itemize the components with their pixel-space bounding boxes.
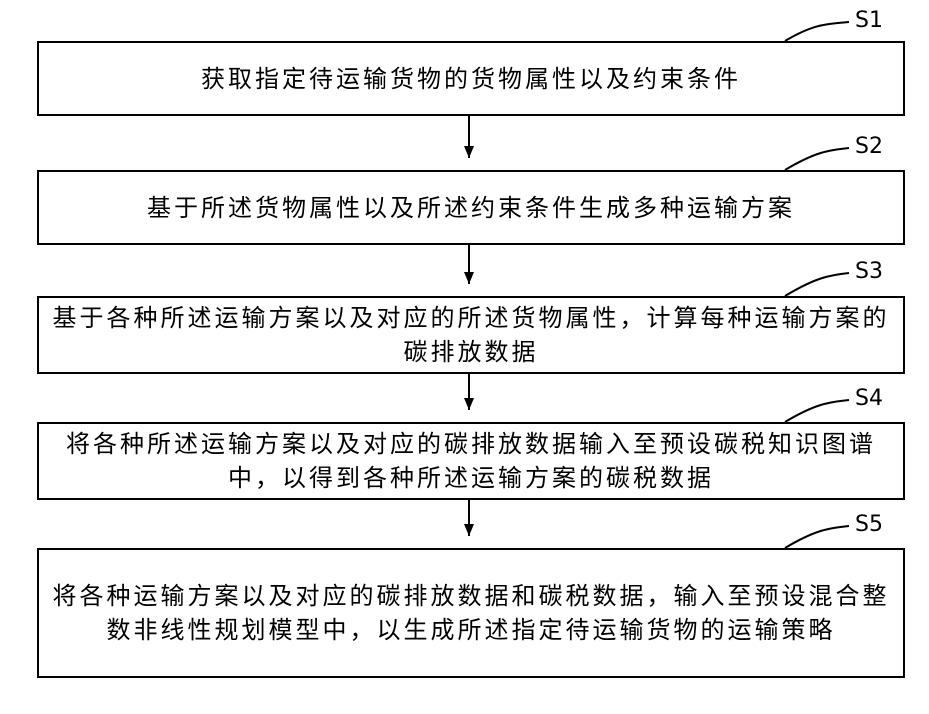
- step-text-s1: 获取指定待运输货物的货物属性以及约束条件: [189, 62, 753, 96]
- step-text-s4: 将各种所述运输方案以及对应的碳排放数据输入至预设碳税知识图谱中，以得到各种所述运…: [39, 427, 903, 495]
- step-box-s1: 获取指定待运输货物的货物属性以及约束条件: [37, 41, 905, 116]
- leader-line-s2: [785, 148, 849, 170]
- step-box-s3: 基于各种所述运输方案以及对应的所述货物属性，计算每种运输方案的碳排放数据: [37, 296, 905, 374]
- step-label-s3: S3: [855, 261, 883, 283]
- step-text-s2: 基于所述货物属性以及所述约束条件生成多种运输方案: [135, 191, 807, 225]
- step-box-s2: 基于所述货物属性以及所述约束条件生成多种运输方案: [37, 170, 905, 245]
- leader-line-s1: [785, 22, 849, 41]
- step-text-s5: 将各种运输方案以及对应的碳排放数据和碳税数据，输入至预设混合整数非线性规划模型中…: [39, 579, 903, 647]
- step-label-s4: S4: [855, 388, 883, 410]
- step-label-s5: S5: [855, 514, 883, 536]
- step-text-s3: 基于各种所述运输方案以及对应的所述货物属性，计算每种运输方案的碳排放数据: [39, 301, 903, 369]
- step-label-s1: S1: [855, 10, 883, 32]
- step-box-s4: 将各种所述运输方案以及对应的碳排放数据输入至预设碳税知识图谱中，以得到各种所述运…: [37, 422, 905, 500]
- leader-line-s3: [785, 273, 849, 296]
- leader-line-s5: [785, 526, 849, 548]
- step-box-s5: 将各种运输方案以及对应的碳排放数据和碳税数据，输入至预设混合整数非线性规划模型中…: [37, 548, 905, 678]
- leader-line-s4: [785, 400, 849, 422]
- step-label-s2: S2: [855, 136, 883, 158]
